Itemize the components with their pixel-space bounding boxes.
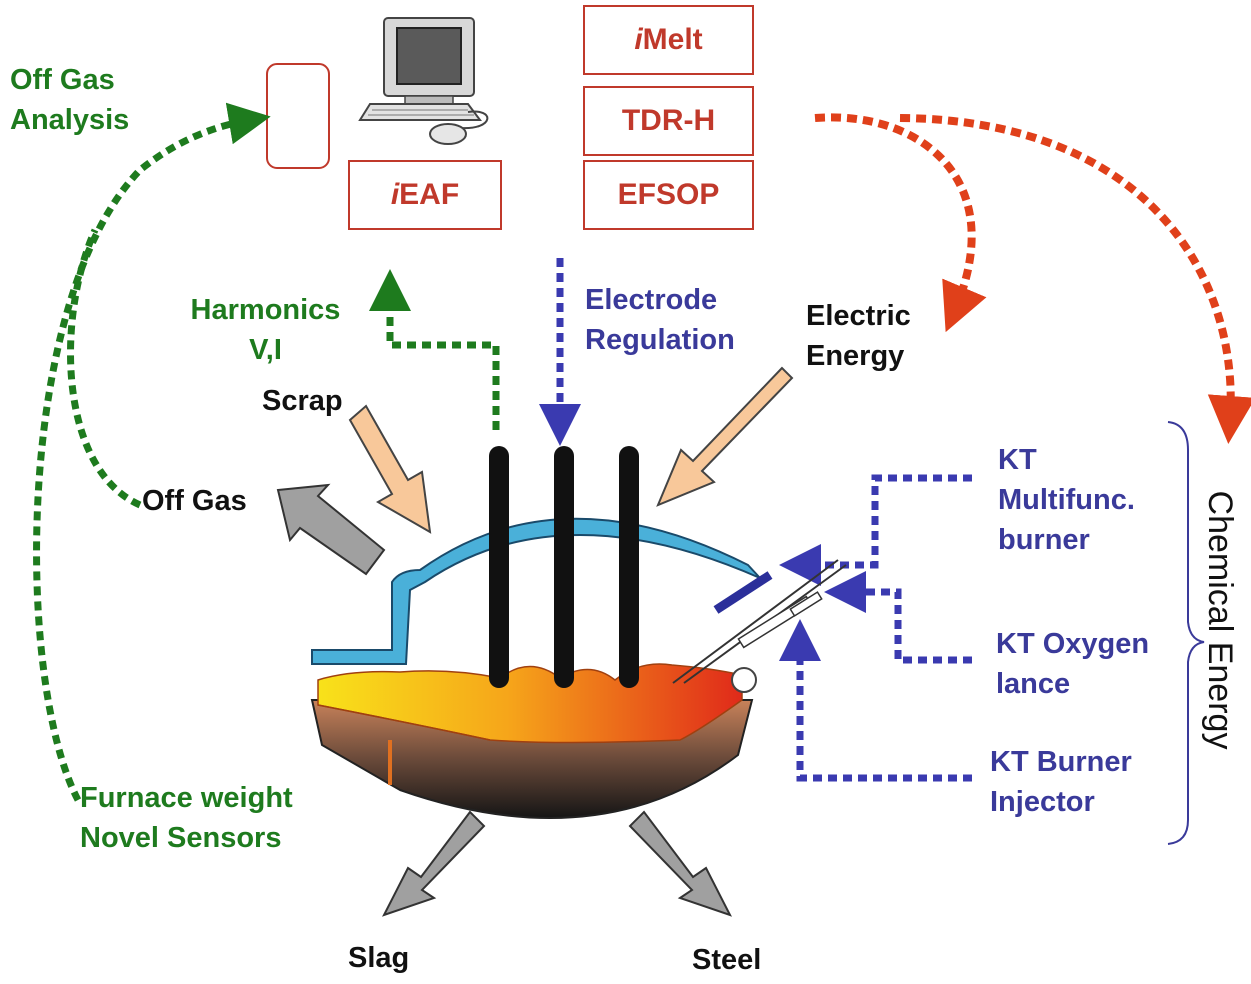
furnace [310,446,847,819]
burner-body [713,571,773,614]
furnace-weight-arrow [33,102,271,802]
harmonics-arrow [369,269,500,430]
kt-multifunc-label: KT Multifunc. burner [998,444,1135,556]
chemical-energy-bracket [1167,421,1205,845]
harmonics-label: Harmonics V,I [190,294,341,366]
furnace-roof [311,517,761,665]
off-gas-label: Off Gas [142,485,247,517]
scrap-label: Scrap [262,385,343,417]
steel-arrow [628,810,733,917]
off-gas-out-arrow [276,483,386,576]
furnace-weight-label: Furnace weight Novel Sensors [80,782,293,854]
electrode-regulation-label: Electrode Regulation [585,284,735,356]
kt-multifunc-arrow [779,474,972,586]
electric-energy-solid-arrow [656,366,794,507]
electrode-3 [619,446,639,688]
electrode-1 [489,446,509,688]
scrap-arrow [348,404,432,534]
computer-icon [358,17,489,145]
lance [672,559,839,684]
chemical-energy-arrow [899,114,1251,444]
off-gas-analysis-arrow [67,228,142,509]
electric-energy-label: Electric Energy [806,300,911,372]
tdr-h-box: TDR-H [583,86,754,156]
kt-oxygen-label: KT Oxygen lance [996,628,1150,700]
electrode-2 [554,446,574,688]
electric-energy-arrow [814,113,987,333]
slag-arrow [381,810,486,917]
steel-label: Steel [692,944,762,976]
kt-oxygen-arrow [824,571,972,664]
off-gas-analysis-label: Off Gas Analysis [10,64,130,136]
slag-label: Slag [348,942,410,974]
analyzer-box [266,63,330,169]
chemical-energy-label: Chemical Energy [1201,490,1239,750]
kt-burner-label: KT Burner Injector [990,746,1132,818]
kt-burner-arrow [779,619,972,782]
efsop-box: EFSOP [583,160,754,230]
